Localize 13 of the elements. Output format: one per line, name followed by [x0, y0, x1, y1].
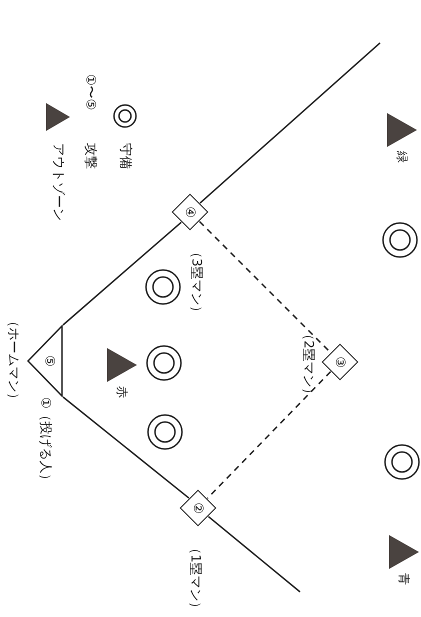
legend-text: 守備 [118, 143, 132, 169]
legend-text: アウトゾーン [52, 143, 64, 221]
line [62, 222, 182, 326]
home-plate-triangle: ⑤ [27, 325, 63, 397]
line [198, 220, 332, 354]
legend-text: 攻撃 [84, 143, 96, 169]
base-caption: （3塁マン） [190, 245, 202, 319]
annotation-text: ①〜⑤ [84, 74, 96, 110]
base-caption: （1塁マン） [188, 541, 202, 615]
annotation-text: ①（投げる人） [38, 397, 52, 487]
line [62, 396, 190, 499]
base-caption: （ホームマン） [6, 314, 20, 406]
line [206, 371, 332, 499]
